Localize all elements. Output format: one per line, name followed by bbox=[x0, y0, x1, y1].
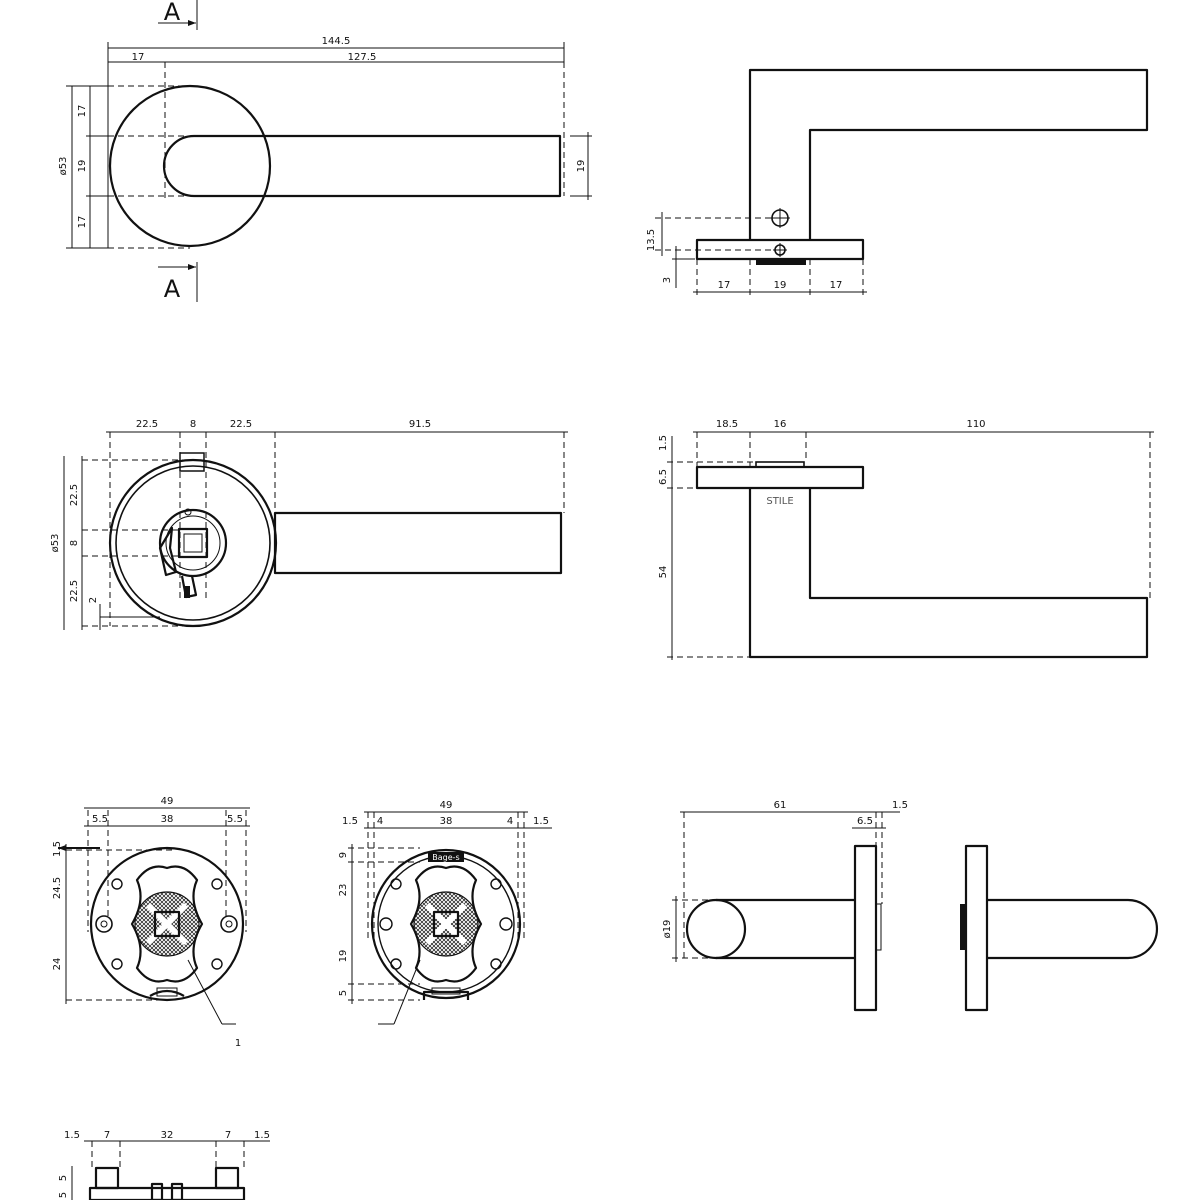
dim-base-lower-step: 5 bbox=[58, 1192, 69, 1198]
dim-rose-offset: 17 bbox=[132, 52, 145, 63]
side-lever-profile bbox=[748, 488, 1149, 659]
dim-base-left-margin: 7 bbox=[104, 1130, 110, 1141]
dim-plate-b-width: 49 bbox=[440, 800, 453, 811]
stile-label: STILE bbox=[766, 496, 793, 507]
dim-plate-a-lower-height: 24 bbox=[52, 958, 63, 971]
lever-front-view: A A 144.5 17 127.5 bbox=[58, 0, 592, 303]
dim-end-lever-length: 61 bbox=[774, 800, 787, 811]
dim-plate-b-bottom-height: 5 bbox=[338, 990, 349, 996]
rose-plate-a: 1 49 5.5 38 5.5 1.5 24.5 24 bbox=[52, 796, 250, 1049]
dim-plate-b-left-margin: 4 bbox=[377, 816, 383, 827]
dim-side-rose-offset: 18.5 bbox=[716, 419, 738, 430]
lever-end-view: 61 6.5 1.5 ø19 bbox=[662, 800, 1159, 1012]
dim-overall-length: 144.5 bbox=[322, 36, 351, 47]
lever-back-view: 22.5 8 22.5 91.5 ø53 22.5 8 22.5 2 bbox=[50, 419, 568, 630]
section-marker-top: A bbox=[158, 0, 198, 30]
dim-plate-b-right-margin: 4 bbox=[507, 816, 513, 827]
svg-text:A: A bbox=[164, 0, 181, 26]
lever-outline bbox=[162, 134, 562, 198]
dim-plate-b-outer-left: 1.5 bbox=[342, 816, 358, 827]
dim-plate-a-upper-height: 24.5 bbox=[52, 877, 63, 899]
dim-plate-a-top-offset: 1.5 bbox=[52, 841, 63, 857]
dim-end-plate-thickness: 6.5 bbox=[857, 816, 873, 827]
dim-end-lever-diameter: ø19 bbox=[662, 920, 673, 939]
dim-rose-diameter: ø53 bbox=[58, 157, 69, 176]
dim-plate-a-left-margin: 5.5 bbox=[92, 814, 108, 825]
dim-base-outer-left: 1.5 bbox=[64, 1130, 80, 1141]
dim-left-width: 17 bbox=[718, 280, 731, 291]
section-marker-bottom: A bbox=[158, 262, 198, 303]
dim-lever-length: 127.5 bbox=[348, 52, 377, 63]
dim-top-gap: 1.5 bbox=[658, 435, 669, 451]
dim-back-rose-diameter: ø53 bbox=[50, 534, 61, 553]
dim-center-width: 19 bbox=[774, 280, 787, 291]
dim-base-upper-step: 5 bbox=[58, 1175, 69, 1181]
side-rose-plate bbox=[695, 465, 865, 490]
rose-outline bbox=[108, 84, 272, 248]
dim-lower-radius: 22.5 bbox=[69, 580, 80, 602]
leader-label: 1 bbox=[235, 1038, 241, 1049]
dim-right-radius: 22.5 bbox=[230, 419, 252, 430]
dim-upper-radius: 22.5 bbox=[69, 484, 80, 506]
dim-lever-reach: 110 bbox=[966, 419, 985, 430]
dim-plate-b-top-gap: 9 bbox=[338, 852, 349, 858]
dim-plate-a-hole-spacing: 38 bbox=[161, 814, 174, 825]
dim-base-outer-right: 1.5 bbox=[254, 1130, 270, 1141]
dim-rose-thickness: 3 bbox=[662, 277, 673, 283]
dim-plate-b-hole-spacing: 38 bbox=[440, 816, 453, 827]
dim-edge-offset: 2 bbox=[88, 597, 99, 603]
dim-base-right-margin: 7 bbox=[225, 1130, 231, 1141]
lever-side-view: 13.5 3 17 19 17 bbox=[646, 68, 1149, 296]
svg-text:A: A bbox=[164, 275, 181, 303]
dim-lever-end-width: 19 bbox=[576, 160, 587, 173]
dim-side-rose-thickness: 6.5 bbox=[658, 469, 669, 485]
dim-lower-offset: 17 bbox=[77, 216, 88, 229]
dim-base-center: 32 bbox=[161, 1130, 174, 1141]
dim-center-slot: 8 bbox=[69, 540, 80, 546]
dim-slot-width: 8 bbox=[190, 419, 196, 430]
lever-side-view-2: STILE 18.5 16 110 1.5 6.5 54 bbox=[658, 419, 1154, 660]
dim-rose-offset-height: 13.5 bbox=[646, 229, 657, 251]
back-rose-outline bbox=[108, 458, 278, 628]
dim-plate-a-width: 49 bbox=[161, 796, 174, 807]
dim-lever-projection: 91.5 bbox=[409, 419, 431, 430]
base-view: 1.5 7 32 7 1.5 5 5 bbox=[58, 1130, 270, 1200]
rose-plate-b: Bage-s 49 1.5 4 38 4 1.5 9 23 bbox=[338, 800, 552, 1025]
back-lever-outline bbox=[273, 511, 563, 575]
dim-right-width: 17 bbox=[830, 280, 843, 291]
dim-left-radius: 22.5 bbox=[136, 419, 158, 430]
dim-lever-width: 19 bbox=[77, 160, 88, 173]
dim-end-gap: 1.5 bbox=[892, 800, 908, 811]
dim-plate-b-lower-height: 19 bbox=[338, 950, 349, 963]
dim-plate-a-right-margin: 5.5 bbox=[227, 814, 243, 825]
dim-plate-b-outer-right: 1.5 bbox=[533, 816, 549, 827]
dim-upper-offset: 17 bbox=[77, 105, 88, 118]
dim-lever-drop: 54 bbox=[658, 566, 669, 579]
dim-neck-width: 16 bbox=[774, 419, 787, 430]
dim-plate-b-upper-height: 23 bbox=[338, 884, 349, 897]
lever-profile bbox=[748, 68, 1149, 240]
plate-b-label: Bage-s bbox=[432, 853, 459, 862]
